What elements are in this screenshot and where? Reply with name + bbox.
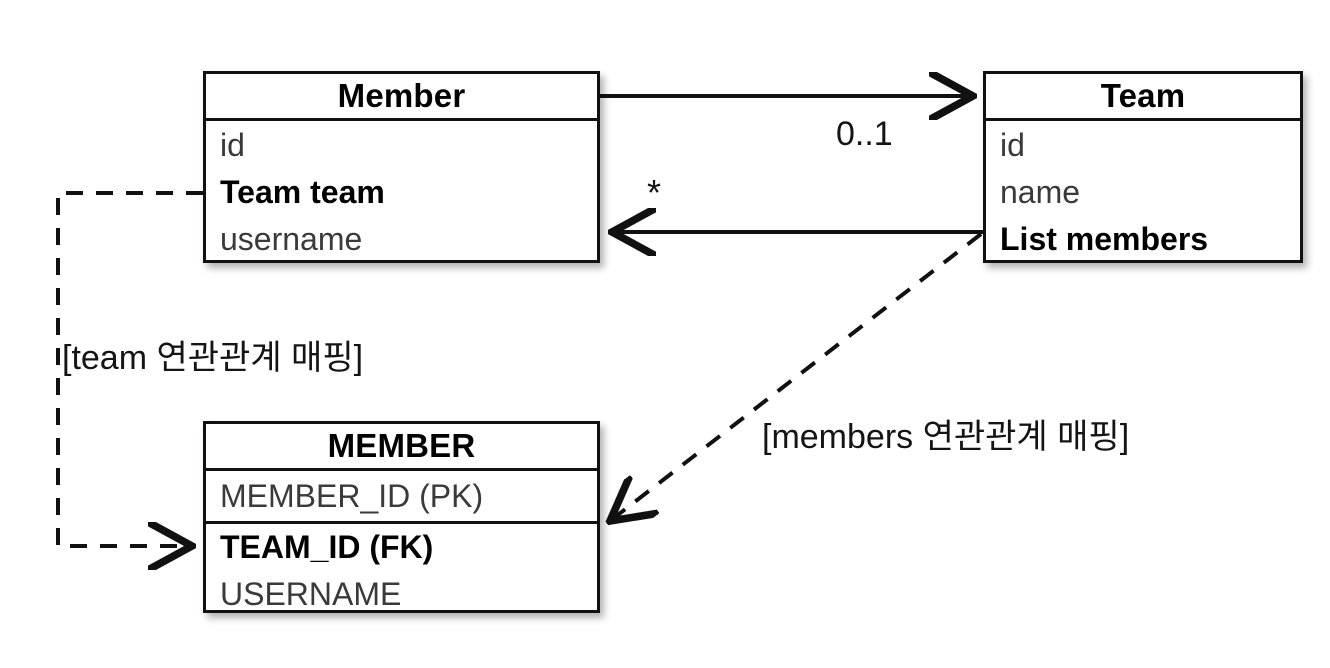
table-box-member-pk-compartment: MEMBER_ID (PK) [206, 471, 597, 524]
class-box-member-attributes: id Team team username [206, 121, 597, 263]
class-box-member[interactable]: Member id Team team username [203, 71, 600, 263]
attribute-row: id [220, 126, 245, 163]
column-row: MEMBER_ID (PK) [220, 477, 484, 514]
column-row: TEAM_ID (FK) [220, 529, 434, 565]
table-box-member[interactable]: MEMBER MEMBER_ID (PK) TEAM_ID (FK) USERN… [203, 421, 600, 613]
class-box-team-title: Team [986, 74, 1300, 121]
attribute-row: Team team [220, 174, 385, 210]
class-box-team[interactable]: Team id name List members [983, 71, 1303, 263]
attribute-row: username [220, 221, 363, 257]
table-box-member-columns: TEAM_ID (FK) USERNAME [206, 524, 597, 618]
annotation-members-mapping: [members 연관관계 매핑] [762, 418, 1130, 456]
attribute-row: name [1000, 174, 1081, 210]
class-box-member-title: Member [206, 74, 597, 121]
attribute-row: id [1000, 126, 1025, 163]
table-box-member-title: MEMBER [206, 424, 597, 471]
class-box-team-attributes: id name List members [986, 121, 1300, 263]
multiplicity-label-member-to-team: 0..1 [836, 115, 893, 153]
attribute-row: List members [1000, 221, 1209, 257]
multiplicity-label-team-to-member: * [647, 172, 662, 213]
mapping-link-members-field [610, 232, 983, 521]
column-row: USERNAME [220, 576, 402, 612]
annotation-team-mapping: [team 연관관계 매핑] [62, 339, 364, 377]
